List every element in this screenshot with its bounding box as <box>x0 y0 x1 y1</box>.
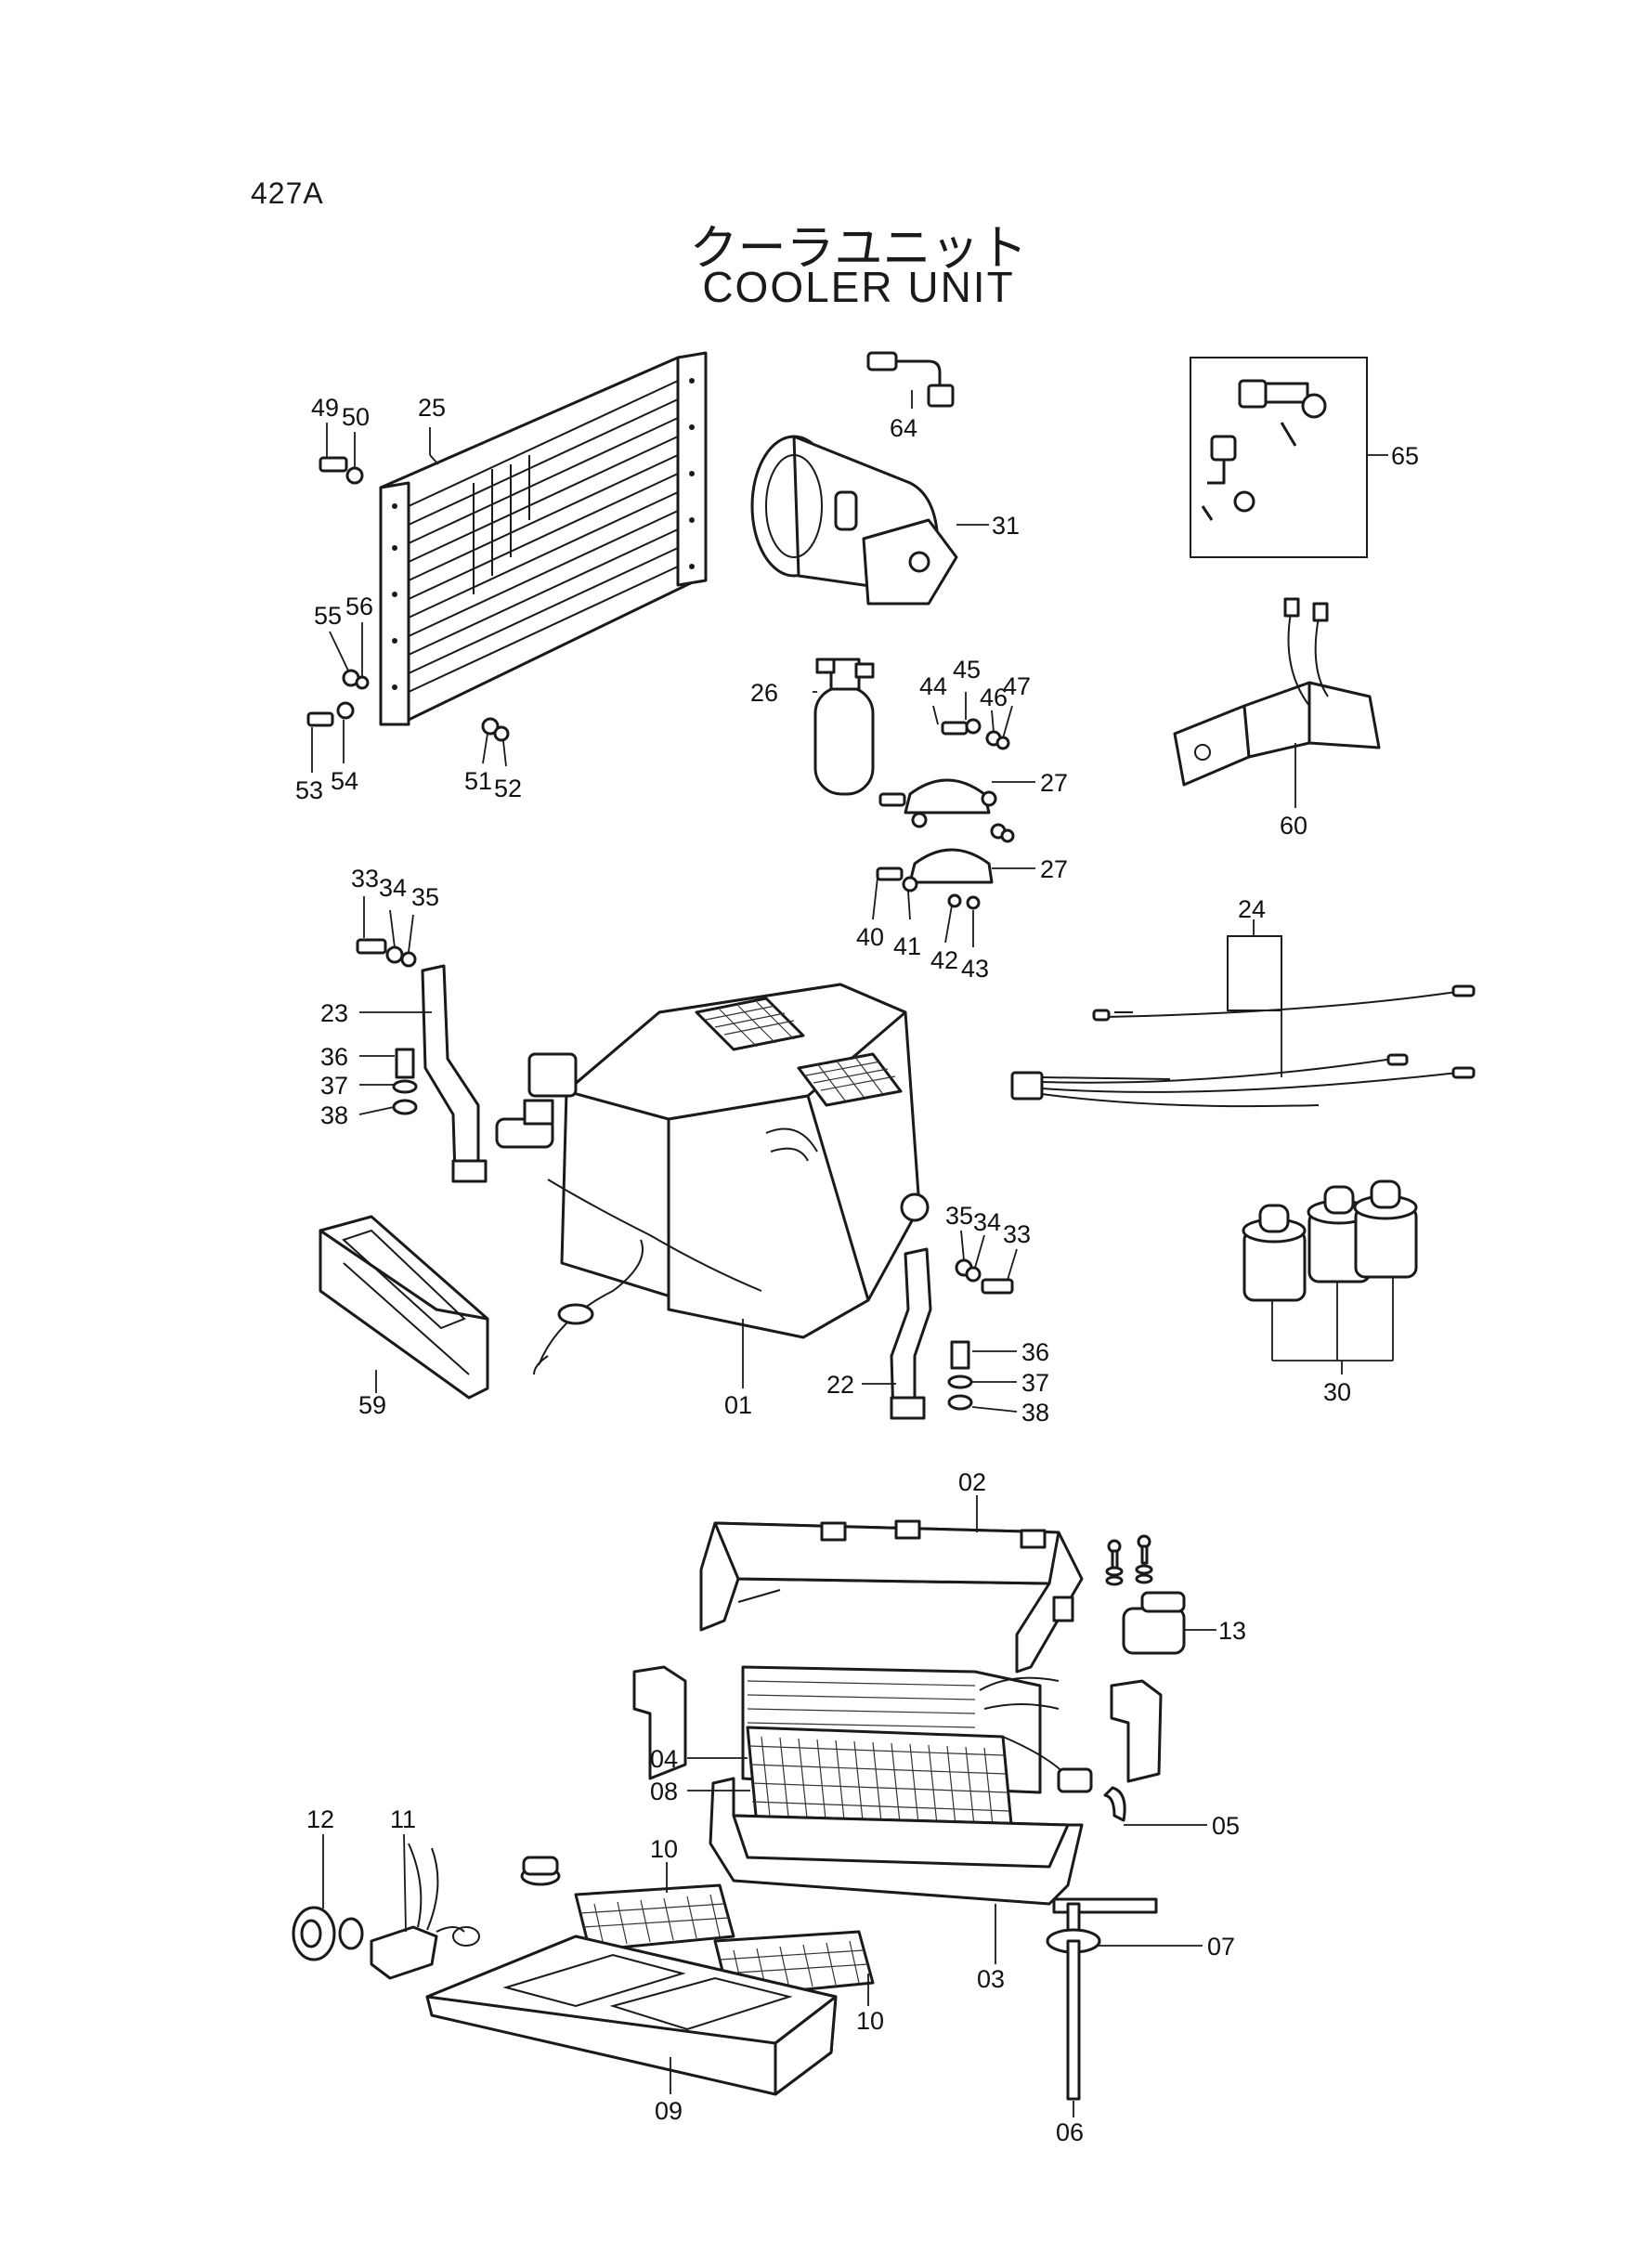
kit-box <box>1190 357 1368 558</box>
condenser <box>379 351 708 726</box>
title-english: COOLER UNIT <box>702 263 1015 311</box>
callout-64: 64 <box>890 414 917 442</box>
callout-65: 65 <box>1391 442 1419 470</box>
grommet <box>520 1856 561 1886</box>
wire-harness <box>1010 935 1476 1108</box>
blower-motor <box>292 1906 364 1961</box>
callout-33-right: 33 <box>1003 1220 1031 1248</box>
callout-35-left: 35 <box>411 883 439 911</box>
mounting-bracket-harness <box>1173 597 1381 787</box>
air-grille-right <box>797 1052 903 1107</box>
callout-45: 45 <box>953 656 981 684</box>
air-grille-left <box>695 997 805 1051</box>
callout-01: 01 <box>724 1391 752 1419</box>
callout-50: 50 <box>342 403 370 431</box>
callout-26: 26 <box>750 679 778 707</box>
callout-37-right: 37 <box>1021 1369 1049 1397</box>
callout-10-left: 10 <box>650 1835 678 1863</box>
callout-23: 23 <box>320 999 348 1027</box>
page-code: 427A <box>251 176 324 210</box>
callout-07: 07 <box>1207 1933 1235 1961</box>
bracket-right <box>890 1247 932 1420</box>
callout-60: 60 <box>1280 812 1307 840</box>
leader-lines <box>311 390 1394 2117</box>
relay-box <box>1122 1591 1186 1655</box>
drier-bracket-upper <box>878 718 1010 828</box>
callout-34-right: 34 <box>973 1208 1001 1236</box>
callout-27-lower: 27 <box>1040 855 1068 883</box>
callout-54: 54 <box>331 767 358 795</box>
compressor <box>750 435 958 606</box>
callout-22: 22 <box>826 1371 854 1399</box>
callout-13: 13 <box>1218 1617 1246 1645</box>
title-japanese: クーラユニット <box>689 221 1028 277</box>
drain-pan <box>709 1777 1158 1914</box>
callout-02: 02 <box>958 1468 986 1496</box>
callout-44: 44 <box>919 672 947 700</box>
receiver-drier <box>813 658 875 796</box>
callout-05: 05 <box>1212 1812 1240 1840</box>
callout-11: 11 <box>390 1805 416 1833</box>
callout-30: 30 <box>1323 1378 1351 1406</box>
bracket-left <box>421 964 488 1183</box>
callout-34-left: 34 <box>379 874 407 902</box>
callout-04: 04 <box>650 1745 678 1773</box>
duct-outlet <box>319 1215 489 1400</box>
callout-09: 09 <box>655 2097 683 2125</box>
callout-37-left: 37 <box>320 1072 348 1100</box>
fasteners-right <box>947 1258 1014 1411</box>
callout-24: 24 <box>1238 895 1266 923</box>
callout-31: 31 <box>992 512 1020 540</box>
callout-12: 12 <box>306 1805 334 1833</box>
callout-56: 56 <box>345 593 373 620</box>
fasteners-left <box>356 938 418 1115</box>
callout-59: 59 <box>358 1391 386 1419</box>
lower-case <box>425 1935 838 2096</box>
thermostat <box>1057 1767 1126 1822</box>
relay-units <box>1242 1179 1418 1302</box>
callout-33-left: 33 <box>351 865 379 892</box>
callout-40: 40 <box>856 923 884 951</box>
callout-06: 06 <box>1056 2118 1084 2146</box>
resistor <box>370 1843 480 1980</box>
drier-bracket-lower <box>876 823 1015 910</box>
cooler-unit-assembly <box>495 983 930 1375</box>
callout-25: 25 <box>418 394 446 422</box>
callout-03: 03 <box>977 1965 1005 1993</box>
callout-53: 53 <box>295 776 323 804</box>
drain-hose <box>1046 1902 1101 2101</box>
callout-35-right: 35 <box>945 1202 973 1230</box>
vent-grille-left <box>574 1883 735 1952</box>
callout-36-right: 36 <box>1021 1338 1049 1366</box>
callout-27-upper: 27 <box>1040 769 1068 797</box>
callout-42: 42 <box>930 946 958 974</box>
callout-41: 41 <box>893 932 921 960</box>
callout-36-left: 36 <box>320 1043 348 1071</box>
callout-43: 43 <box>961 955 989 983</box>
callout-38-right: 38 <box>1021 1399 1049 1427</box>
top-cover <box>699 1519 1084 1674</box>
callout-10-right: 10 <box>856 2007 884 2035</box>
side-plates <box>632 1665 1163 1783</box>
callout-08: 08 <box>650 1778 678 1805</box>
callout-46: 46 <box>980 684 1008 711</box>
callout-38-left: 38 <box>320 1101 348 1129</box>
callout-52: 52 <box>494 775 522 802</box>
callout-49: 49 <box>311 394 339 422</box>
pipe-fitting <box>866 351 955 408</box>
callout-55: 55 <box>314 602 342 630</box>
box-screws <box>1105 1534 1153 1586</box>
callout-47: 47 <box>1003 672 1031 700</box>
callout-51: 51 <box>464 767 492 795</box>
